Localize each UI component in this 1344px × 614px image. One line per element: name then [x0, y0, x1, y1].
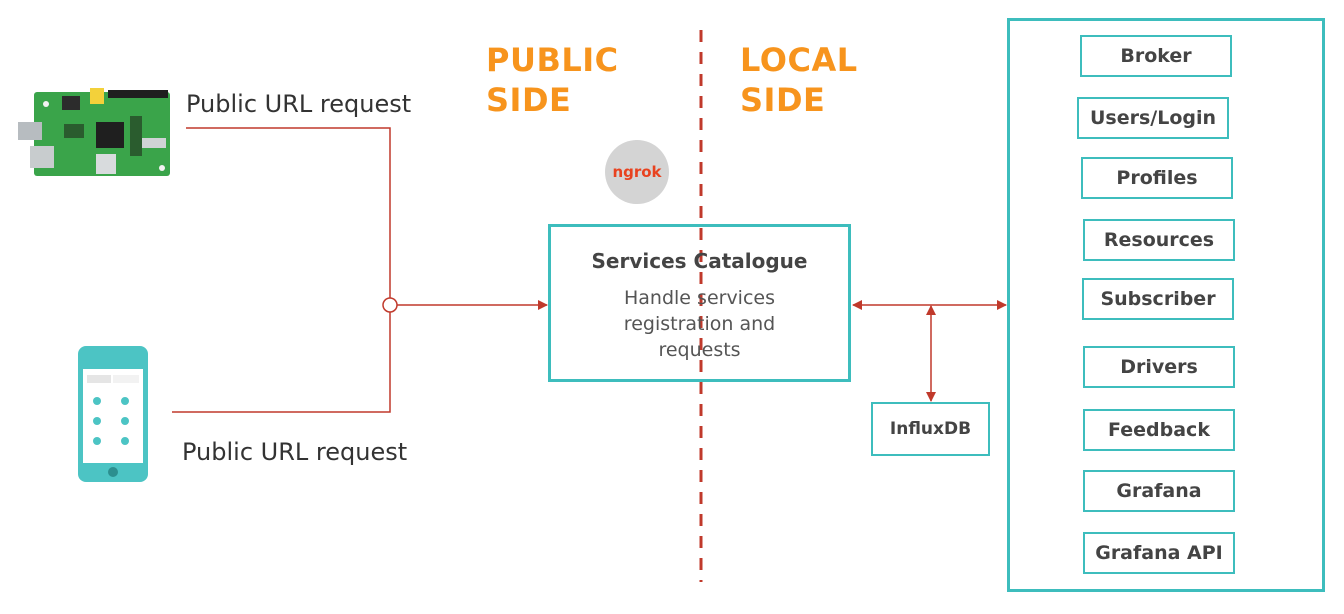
catalogue-title: Services Catalogue	[591, 249, 808, 273]
public-side-label: PUBLIC SIDE	[486, 40, 619, 120]
service-grafana: Grafana	[1083, 470, 1235, 512]
phone-connection-line	[172, 312, 391, 413]
service-feedback: Feedback	[1083, 409, 1235, 451]
service-subscriber: Subscriber	[1082, 278, 1234, 320]
service-users-login: Users/Login	[1077, 97, 1229, 139]
local-side-line2: SIDE	[740, 81, 826, 119]
junction-node	[382, 297, 398, 313]
service-broker: Broker	[1080, 35, 1232, 77]
raspberry-pi-icon	[18, 88, 170, 176]
raspberry-request-label: Public URL request	[186, 90, 412, 118]
local-services-frame	[1007, 18, 1325, 592]
rpi-connection-line	[186, 127, 391, 298]
service-profiles: Profiles	[1081, 157, 1233, 199]
phone-request-label: Public URL request	[182, 438, 408, 466]
local-side-line1: LOCAL	[740, 41, 858, 79]
catalogue-description: Handle services registration and request…	[623, 287, 776, 361]
service-drivers: Drivers	[1083, 346, 1235, 388]
smartphone-icon	[78, 346, 148, 482]
service-resources: Resources	[1083, 219, 1235, 261]
service-grafana-api: Grafana API	[1083, 532, 1235, 574]
public-side-line1: PUBLIC	[486, 41, 619, 79]
public-side-line2: SIDE	[486, 81, 572, 119]
local-side-label: LOCAL SIDE	[740, 40, 858, 120]
ngrok-logo: ngrok	[605, 140, 669, 204]
influxdb-box: InfluxDB	[871, 402, 990, 456]
services-catalogue-box: Services Catalogue Handle services regis…	[548, 224, 851, 382]
